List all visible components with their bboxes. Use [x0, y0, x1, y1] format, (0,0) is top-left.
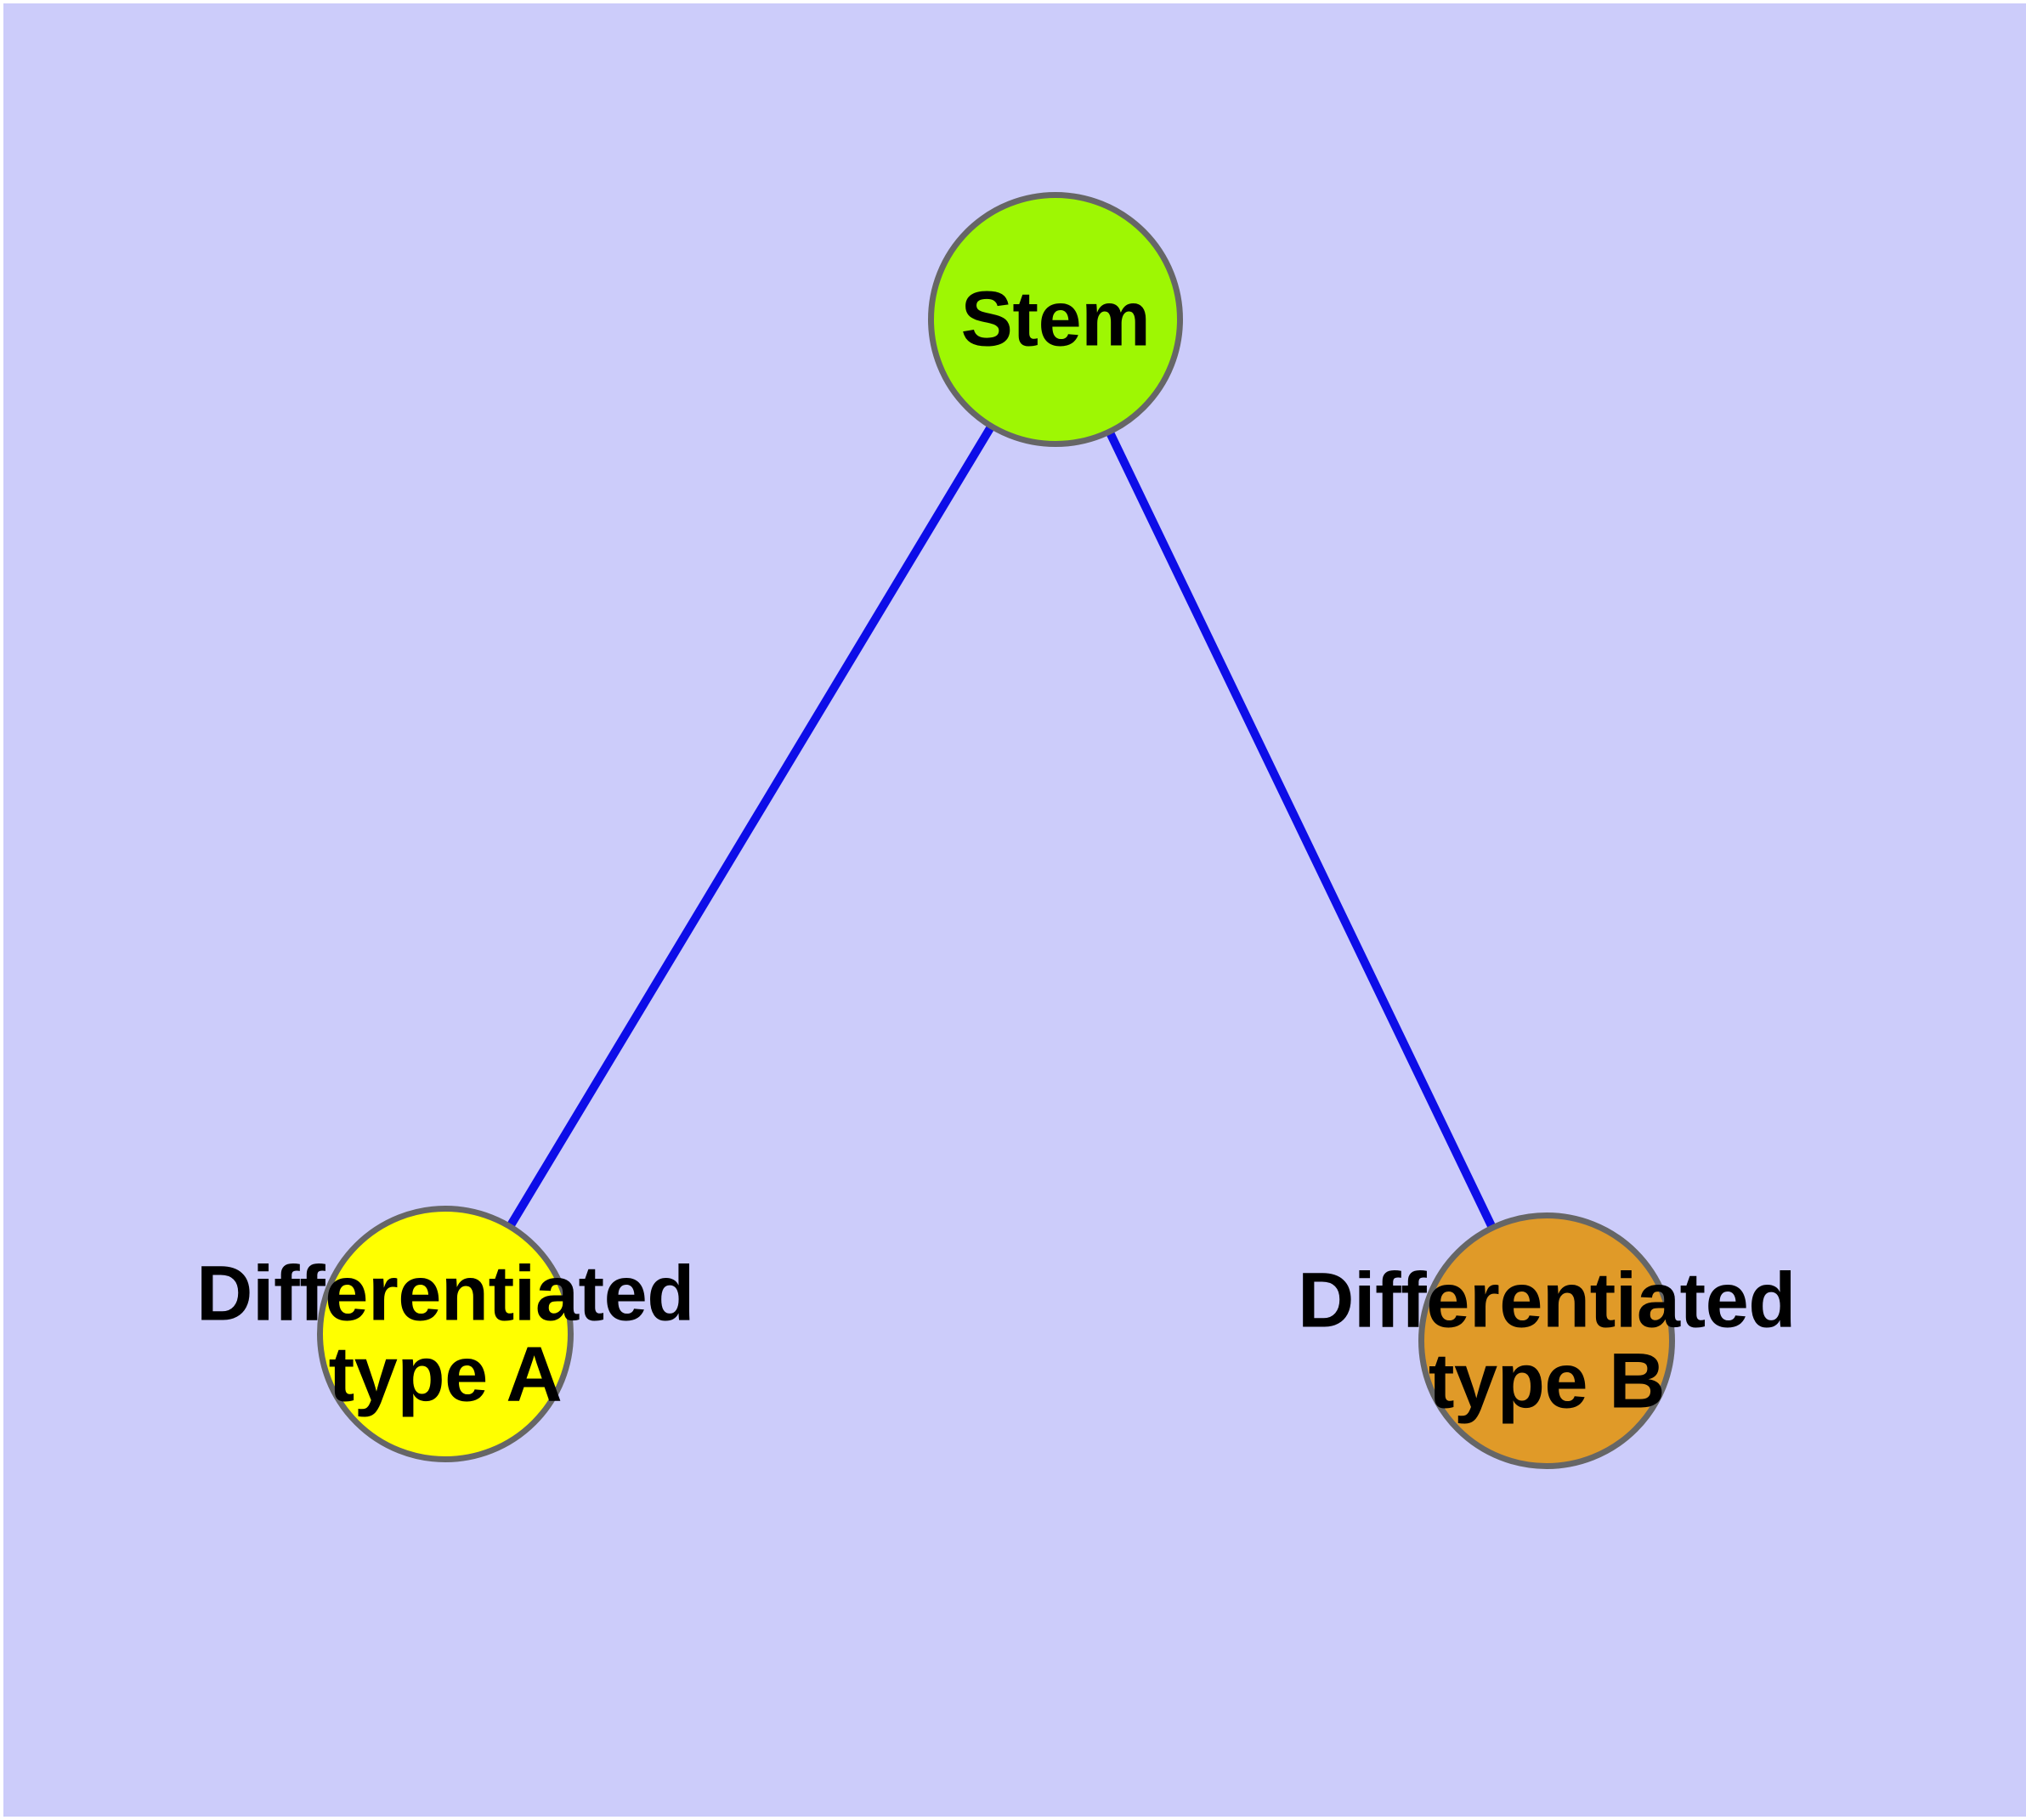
edge-layer — [441, 317, 1551, 1343]
node-differentiated-type-a[interactable]: Differentiated type A — [196, 1206, 694, 1462]
node-differentiated-type-b[interactable]: Differentiated type B — [1298, 1212, 1796, 1469]
edge-stem-to-differentiated-type-b[interactable] — [1051, 317, 1551, 1343]
node-stem[interactable]: Stem — [928, 192, 1183, 447]
node-stem-label: Stem — [960, 275, 1151, 363]
edge-stem-to-differentiated-type-a[interactable] — [441, 317, 1060, 1337]
